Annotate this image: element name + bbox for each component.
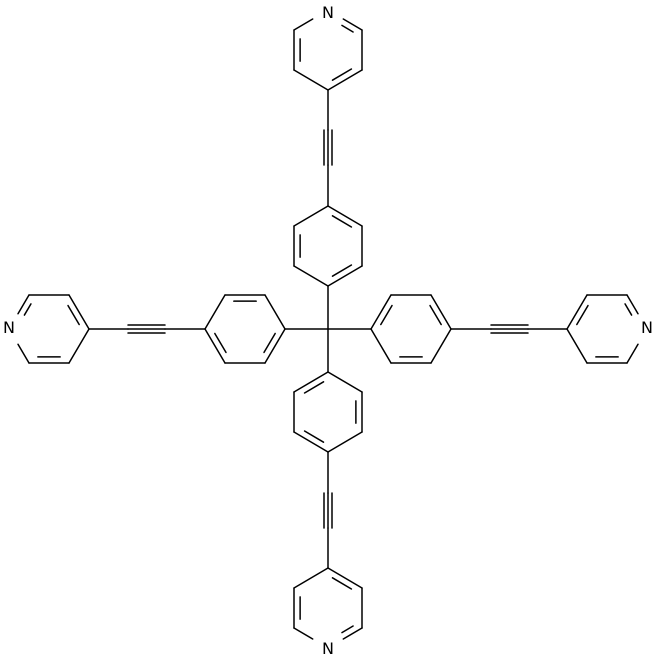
- bottom-pyridine-bond: [293, 627, 314, 640]
- right-benzene-double-bond: [380, 304, 393, 326]
- top-pyridine-double-bond: [341, 24, 354, 33]
- bottom-pyridine-bond: [327, 567, 363, 589]
- left-pyridine-double-bond: [23, 303, 32, 316]
- left-pyridine-bond: [68, 294, 90, 330]
- pyridine-n-top: N: [322, 3, 334, 22]
- right-benzene-bond: [430, 328, 452, 364]
- top-pyridine-double-bond: [331, 68, 353, 81]
- pyridine-n-bottom: N: [322, 639, 334, 658]
- right-pyridine-bond: [566, 328, 588, 364]
- top-benzene-double-bond: [331, 264, 353, 277]
- bottom-benzene-double-bond: [303, 381, 325, 394]
- pyridine-n-right: N: [641, 318, 653, 337]
- left-pyridine-bond: [17, 343, 30, 364]
- left-benzene-double-bond: [214, 332, 227, 354]
- right-pyridine-bond: [626, 343, 639, 364]
- bond-lines: [17, 18, 639, 640]
- left-benzene-bond: [264, 328, 286, 364]
- pyridine-n-left: N: [3, 318, 15, 337]
- bottom-benzene-bond: [327, 371, 363, 393]
- right-benzene-double-bond: [429, 304, 442, 326]
- right-benzene-bond: [370, 294, 392, 330]
- top-benzene-double-bond: [331, 215, 353, 228]
- left-benzene-bond: [264, 294, 286, 330]
- right-pyridine-bond: [566, 294, 588, 330]
- bottom-pyridine-bond: [342, 627, 363, 640]
- top-benzene-bond: [293, 265, 329, 287]
- top-pyridine-bond: [327, 69, 363, 91]
- top-pyridine-bond: [342, 18, 363, 31]
- bottom-pyridine-double-bond: [341, 625, 354, 634]
- right-pyridine-double-bond: [624, 303, 633, 316]
- bottom-benzene-bond: [293, 371, 329, 393]
- left-benzene-double-bond: [263, 332, 276, 354]
- left-pyridine-bond: [17, 294, 30, 315]
- bottom-pyridine-bond: [293, 567, 329, 589]
- right-benzene-bond: [370, 328, 392, 364]
- bottom-benzene-bond: [293, 431, 329, 453]
- left-benzene-bond: [204, 294, 226, 330]
- left-pyridine-double-bond: [67, 304, 80, 326]
- bottom-pyridine-double-bond: [331, 577, 353, 590]
- right-pyridine-double-bond: [576, 304, 589, 326]
- left-benzene-bond: [204, 328, 226, 364]
- top-benzene-bond: [327, 205, 363, 227]
- bottom-benzene-bond: [327, 431, 363, 453]
- top-benzene-bond: [293, 205, 329, 227]
- top-pyridine-bond: [293, 18, 314, 31]
- left-pyridine-bond: [68, 328, 90, 364]
- top-pyridine-bond: [293, 69, 329, 91]
- top-benzene-bond: [327, 265, 363, 287]
- right-pyridine-bond: [626, 294, 639, 315]
- right-benzene-bond: [430, 294, 452, 330]
- bottom-benzene-double-bond: [303, 430, 325, 443]
